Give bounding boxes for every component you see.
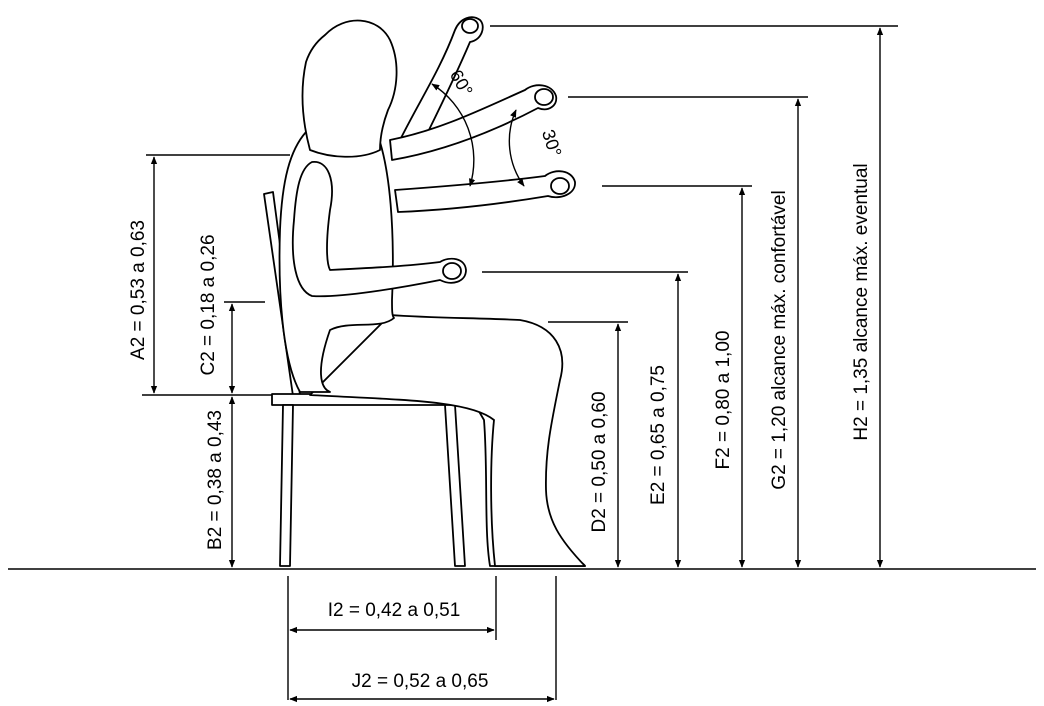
label-d2: D2 = 0,50 a 0,60 <box>589 391 610 532</box>
hand-resting <box>442 262 462 280</box>
arm-horizontal <box>394 170 576 213</box>
extension-lines <box>142 25 898 700</box>
seated-human-figure <box>278 16 586 567</box>
lower-arm <box>291 161 467 298</box>
label-h2: H2 = 1,35 alcance máx. eventual <box>851 163 872 440</box>
thigh-knee <box>309 314 586 567</box>
label-g2: G2 = 1,20 alcance máx. confortável <box>769 190 790 489</box>
hand-raised-60 <box>461 18 479 34</box>
label-angle-30: 30° <box>538 127 565 159</box>
hand-raised-30 <box>534 88 554 106</box>
label-e2: E2 = 0,65 a 0,75 <box>648 365 669 505</box>
label-i2: I2 = 0,42 a 0,51 <box>328 600 461 621</box>
chair-back-leg <box>444 404 466 567</box>
chair-front-leg <box>279 404 294 567</box>
label-j2: J2 = 0,52 a 0,65 <box>352 671 489 692</box>
hand-horizontal <box>550 177 570 195</box>
label-c2: C2 = 0,18 a 0,26 <box>198 234 219 375</box>
angle-arc-30 <box>508 109 525 187</box>
head <box>301 19 398 158</box>
label-b2: B2 = 0,38 a 0,43 <box>205 410 226 550</box>
angle-arc-60 <box>431 83 476 187</box>
label-f2: F2 = 0,80 a 1,00 <box>713 331 734 470</box>
label-a2: A2 = 0,53 a 0,63 <box>128 220 149 360</box>
